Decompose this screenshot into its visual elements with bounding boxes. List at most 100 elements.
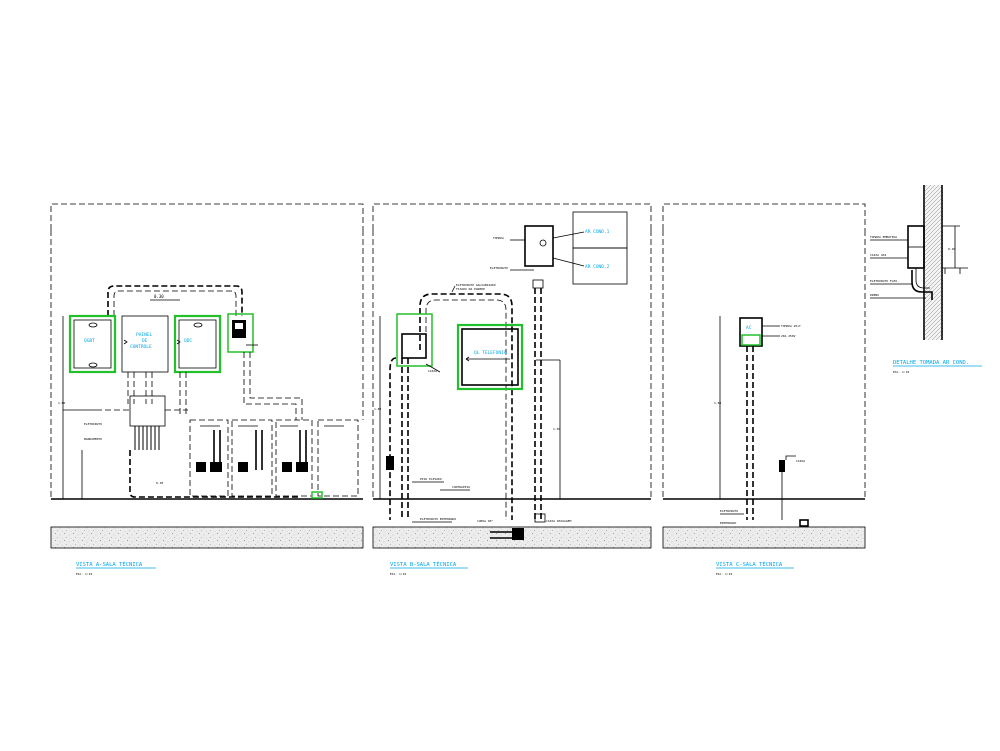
qgbt-handle-top bbox=[88, 322, 98, 328]
detail-note-2: CAIXA 4X2 bbox=[870, 253, 886, 257]
view-c-riser bbox=[746, 346, 754, 520]
view-a-title: VISTA A-SALA TÉCNICA bbox=[76, 560, 143, 568]
view-b-note-1: TOMADA bbox=[493, 236, 504, 240]
view-a-cabinet-1 bbox=[189, 419, 229, 497]
view-a-switch-window bbox=[235, 323, 243, 329]
view-a-floor-slab bbox=[50, 526, 364, 549]
view-a-junction-box bbox=[129, 395, 166, 427]
view-b-outlet-leader-2 bbox=[552, 257, 585, 267]
control-panel bbox=[121, 315, 169, 373]
view-a-outlet-4 bbox=[282, 462, 292, 472]
view-b: AR COND.1 AR COND.2 TOMADA ELETRODUTO EL… bbox=[372, 203, 652, 549]
detail-wall-hatch bbox=[925, 185, 941, 340]
control-panel-label-3: CONTROLE bbox=[130, 344, 152, 350]
ql-telefonia-label: QL TELEFONIA bbox=[474, 350, 507, 356]
detail-pipe bbox=[915, 268, 930, 289]
view-b-height-dim-text: 1.80 bbox=[374, 407, 381, 411]
view-b-arc-note: ELETRODUTO GALVANIZADO bbox=[456, 283, 496, 287]
qdc-label: QDC bbox=[184, 338, 192, 344]
view-c-floor-note: CAIXA bbox=[796, 459, 805, 463]
qdc-panel bbox=[173, 314, 222, 374]
ac-cond-2-box bbox=[572, 247, 628, 285]
view-b-ceiling-outline bbox=[372, 203, 652, 230]
control-panel-hinge bbox=[123, 339, 128, 345]
detail-dim-text: 0.20 bbox=[948, 247, 955, 251]
detail-note-3: ELETRODUTO FLEX. bbox=[870, 279, 899, 283]
view-a-outlet-1 bbox=[196, 462, 206, 472]
view-b-outlet-leader bbox=[552, 231, 585, 239]
view-a-height-dim-text: 1.80 bbox=[58, 401, 65, 405]
view-a-floor-conduit bbox=[129, 450, 300, 498]
view-c-floor-note-3: ENTERRADO bbox=[720, 521, 736, 525]
view-a-cab-conduit-1 bbox=[213, 430, 307, 470]
view-b-floor-note-2: CONTRAPISO bbox=[452, 485, 470, 489]
view-a-outlet-5 bbox=[296, 462, 308, 472]
qdc-handle-top bbox=[193, 322, 203, 328]
view-a-top-conduit bbox=[107, 285, 243, 316]
view-b-floor-note-3: ELETRODUTO ENTERRADO bbox=[420, 517, 456, 521]
view-c-ac-label: AC bbox=[746, 325, 752, 331]
view-a-drop-2 bbox=[179, 372, 187, 416]
detail-ac-outlet: 0.20 TOMADA EMBUTIDA CAIXA 4X2 ELETRODUT… bbox=[870, 185, 968, 340]
ql-telefonia-inner bbox=[461, 328, 519, 386]
ac-cond-1-label: AR COND.1 bbox=[585, 229, 610, 235]
view-a-top-conduit-inner bbox=[113, 290, 237, 316]
view-a-outlet-3 bbox=[238, 462, 248, 472]
view-a-cabinet-2 bbox=[231, 419, 273, 497]
view-b-arc-note-leader bbox=[451, 285, 456, 293]
view-b-wall-box bbox=[386, 456, 394, 470]
view-a-note-2: BARRAMENTO bbox=[84, 437, 102, 441]
view-a-dim-top-text: 0.30 bbox=[154, 294, 164, 299]
view-b-outlet-socket bbox=[539, 239, 547, 247]
view-c-ac-box-green bbox=[741, 334, 761, 346]
qgbt-handle-bottom bbox=[88, 362, 98, 368]
view-b-junction-note: CAIXA bbox=[428, 369, 437, 373]
view-b-floor-note-1: PISO ELEVADO bbox=[420, 477, 442, 481]
detail-arrow-down bbox=[944, 268, 961, 274]
view-b-arc-conduit-1 bbox=[419, 293, 513, 520]
detail-pipe-bend bbox=[911, 270, 933, 300]
view-b-junction-box bbox=[401, 333, 427, 359]
view-a-ceiling-outline bbox=[50, 203, 364, 230]
view-b-left-drop-2 bbox=[401, 358, 409, 520]
view-c-title: VISTA C-SALA TÉCNICA bbox=[716, 560, 783, 568]
view-c-ac-note-1: TOMADA 2P+T bbox=[781, 324, 801, 328]
detail-note-1: TOMADA EMBUTIDA bbox=[870, 235, 897, 239]
view-b-outlet-box bbox=[524, 225, 554, 267]
qgbt-panel-inner bbox=[73, 319, 112, 369]
view-b-left-drop-1 bbox=[389, 357, 397, 520]
view-b-elbow-note: CURVA 90° bbox=[477, 519, 493, 523]
view-a-cabinet-3 bbox=[275, 419, 313, 497]
view-c: AC TOMADA 2P+T 20A 250V 1.80 CAIXA ELETR… bbox=[662, 203, 866, 549]
view-a-outlet-2 bbox=[210, 462, 222, 472]
view-a: 0.30 QGBT PAINEL DE CONTROLE QDC bbox=[50, 203, 364, 549]
view-a-drop-1 bbox=[127, 372, 153, 404]
view-b-scale: ESC. 1:25 bbox=[390, 572, 406, 576]
view-c-floor-box-conduit bbox=[781, 455, 796, 520]
qgbt-label: QGBT bbox=[84, 338, 95, 344]
detail-title: DETALHE TOMADA AR COND. bbox=[893, 360, 969, 366]
view-b-elbow-box bbox=[512, 528, 524, 540]
view-b-note-2: ELETRODUTO bbox=[490, 266, 508, 270]
control-panel-label-2: DE bbox=[142, 338, 148, 344]
view-c-height-dim-text: 1.80 bbox=[714, 401, 721, 405]
qgbt-panel bbox=[68, 314, 117, 374]
view-c-floor-box bbox=[779, 460, 785, 472]
qdc-panel-inner bbox=[178, 319, 217, 369]
view-b-coupler bbox=[532, 279, 544, 289]
view-c-floor-note-2: ELETRODUTO bbox=[720, 509, 738, 513]
view-b-end-box bbox=[534, 513, 546, 523]
view-a-busbar bbox=[134, 426, 160, 450]
view-c-ceiling-outline bbox=[662, 203, 866, 230]
view-c-ac-box bbox=[739, 317, 763, 347]
view-b-elbow bbox=[490, 531, 512, 539]
detail-note-4: DRENO bbox=[870, 293, 879, 297]
view-b-arc-note-2: FIXADO NA PAREDE bbox=[456, 287, 485, 291]
view-a-drop-3 bbox=[243, 352, 303, 420]
view-b-small-panel bbox=[396, 313, 433, 367]
qdc-hinge bbox=[176, 339, 181, 345]
view-b-dim-right-text: 1.50 bbox=[553, 427, 560, 431]
view-b-junction-leader bbox=[425, 363, 441, 373]
view-a-scale: ESC. 1:25 bbox=[76, 572, 92, 576]
